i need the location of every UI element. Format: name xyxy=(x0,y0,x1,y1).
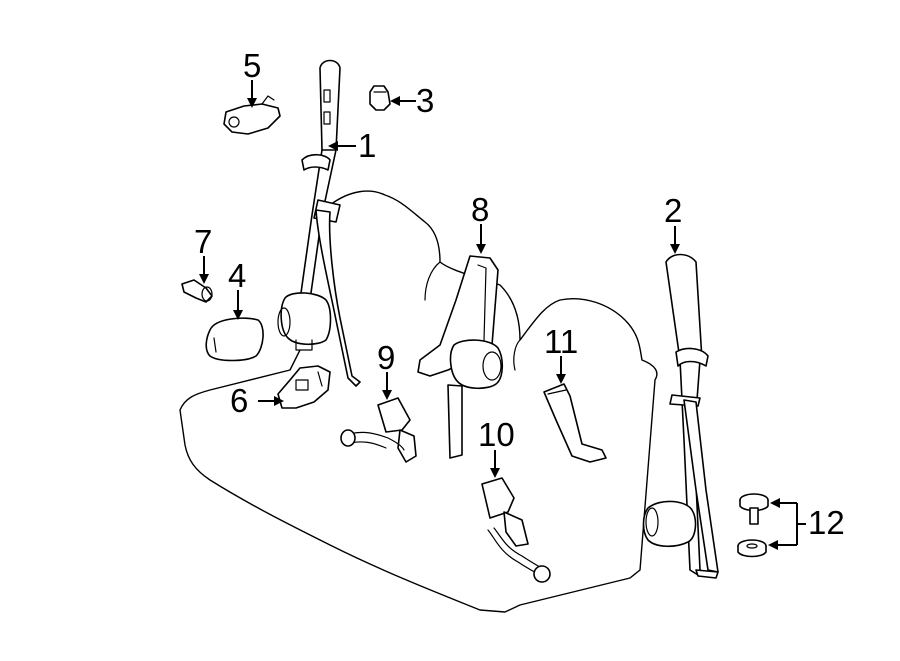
callout-2: 2 xyxy=(664,192,682,229)
callout-3: 3 xyxy=(416,82,434,119)
part-12-bolt xyxy=(739,493,769,525)
callout-9: 9 xyxy=(377,339,395,376)
part-10-buckle xyxy=(481,477,551,583)
callout-11: 11 xyxy=(544,323,578,360)
callout-10: 10 xyxy=(478,416,515,453)
part-6-bracket xyxy=(277,365,331,409)
callout-labels: 1 2 3 4 5 6 7 8 9 10 11 12 xyxy=(194,47,845,541)
part-3-clip xyxy=(369,85,391,111)
callout-5: 5 xyxy=(243,47,261,84)
callout-7: 7 xyxy=(194,223,212,260)
part-1-seat-belt-assembly xyxy=(277,59,361,387)
leader-lines xyxy=(199,80,806,550)
callout-4: 4 xyxy=(228,257,246,294)
part-2-seat-belt-assembly xyxy=(642,253,719,579)
part-12-spacer xyxy=(737,539,767,558)
part-11-bracket xyxy=(543,383,607,463)
callout-6: 6 xyxy=(230,382,248,419)
part-7-bolt xyxy=(181,279,213,303)
callout-12: 12 xyxy=(808,504,845,541)
callout-1: 1 xyxy=(358,127,376,164)
part-8-center-belt xyxy=(417,255,504,459)
part-9-buckle xyxy=(340,397,417,463)
rear-seat-outline xyxy=(179,190,658,613)
callout-8: 8 xyxy=(471,191,489,228)
part-4-cover xyxy=(205,317,264,362)
